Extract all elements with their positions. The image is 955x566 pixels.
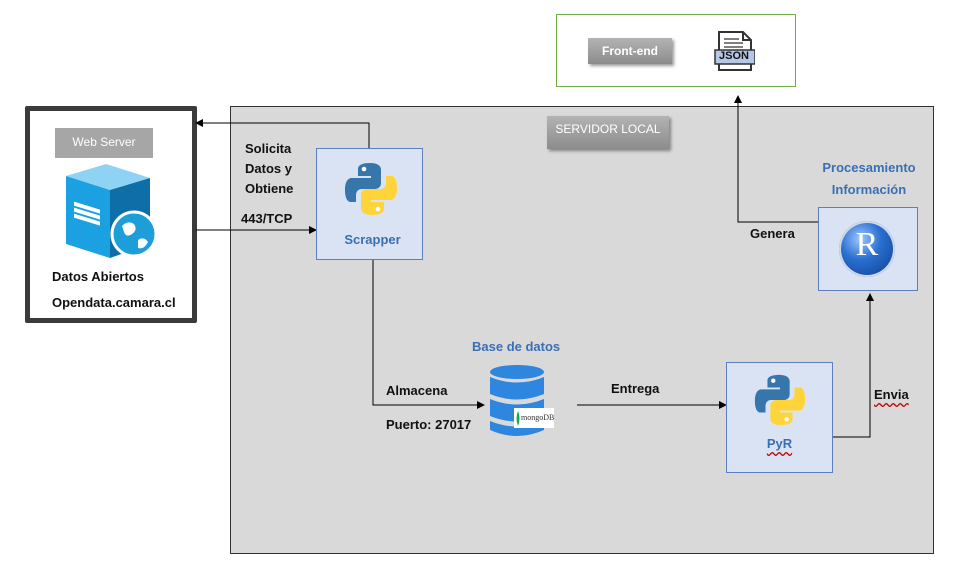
- almacena-arrow: [372, 260, 485, 409]
- envia-label: Envia: [874, 387, 909, 402]
- r-logo-icon: [839, 221, 895, 277]
- mongodb-label: mongoDB: [521, 413, 555, 422]
- processing-title-line1: Procesamiento: [822, 160, 916, 175]
- database-title: Base de datos: [472, 339, 561, 354]
- database-icon: [488, 364, 554, 442]
- json-file-icon: [713, 30, 756, 72]
- frontend-button: Front-end: [588, 38, 672, 64]
- envia-arrow: [833, 293, 874, 438]
- python-logo-icon: [752, 372, 808, 428]
- tcp-label: 443/TCP: [241, 211, 293, 226]
- solicita-label-line3: Obtiene: [245, 181, 294, 196]
- webserver-caption-line1: Datos Abiertos: [52, 269, 144, 284]
- python-logo-icon: [342, 160, 400, 218]
- scrapper-label: Scrapper: [344, 232, 401, 247]
- server-globe-icon: [62, 164, 162, 260]
- puerto-label: Puerto: 27017: [386, 417, 472, 432]
- solicita-label-line2: Datos y: [245, 161, 292, 176]
- frontend-container: [556, 14, 796, 87]
- genera-arrow: [734, 95, 818, 223]
- solicita-arrow: [195, 119, 370, 148]
- almacena-label: Almacena: [386, 383, 448, 398]
- entrega-label: Entrega: [611, 381, 660, 396]
- solicita-label-line1: Solicita: [245, 141, 292, 156]
- json-label: JSON: [719, 50, 749, 62]
- webserver-caption-line2: Opendata.camara.cl: [52, 295, 176, 310]
- r-letter: R: [855, 226, 879, 263]
- processing-title-line2: Información: [831, 182, 907, 197]
- webserver-title: Web Server: [55, 128, 153, 158]
- genera-label: Genera: [750, 226, 795, 241]
- servidor-local-label: SERVIDOR LOCAL: [547, 116, 669, 149]
- pyr-label: PyR: [766, 436, 793, 451]
